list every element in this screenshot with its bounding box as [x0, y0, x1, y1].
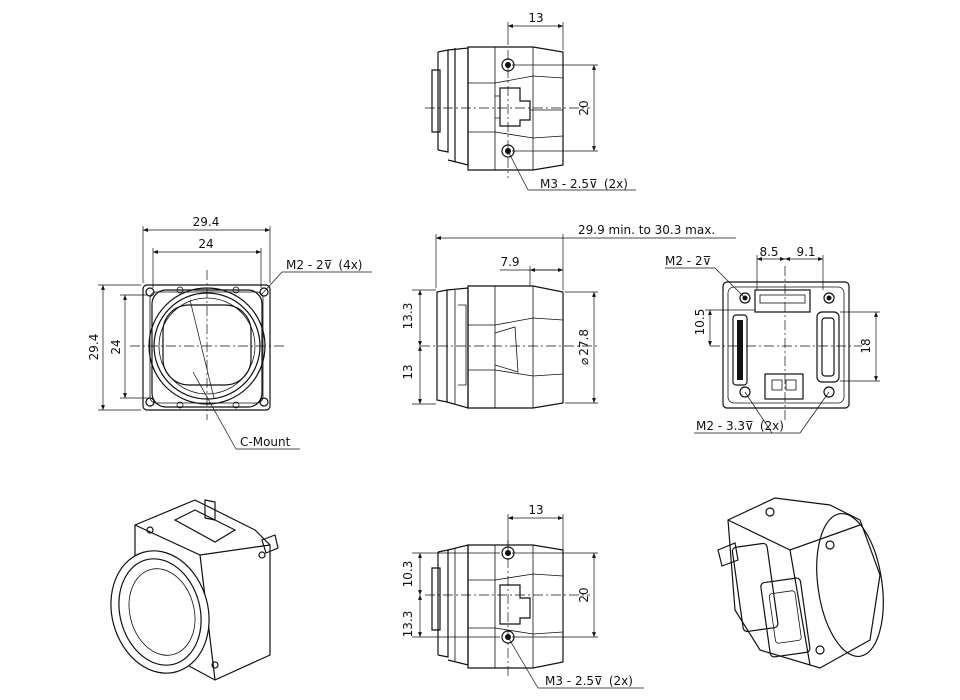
depth-symbol: ⊽ — [745, 419, 754, 433]
rear-view: 8.5 9.1 10.5 18 M2 - 2⊽ M2 - 3.3⊽(2x) — [665, 245, 880, 434]
rear-dim-a: 8.5 — [759, 245, 778, 259]
depth-symbol: ⊽ — [324, 258, 333, 272]
svg-text:M3 - 2.5⊽(2x): M3 - 2.5⊽ (2x) — [545, 674, 633, 688]
rear-thread-bottom: M2 - 3.3 — [696, 419, 745, 433]
bottom-thread-count: (2x) — [609, 674, 633, 688]
top-thread-note: M3 - 2.5 — [540, 177, 589, 191]
isometric-front — [110, 499, 279, 681]
bottom-lower-dim: 13.3 — [401, 611, 415, 638]
front-thread-count: (4x) — [338, 258, 362, 272]
bottom-thread-note: M3 - 2.5 — [545, 674, 594, 688]
rear-dim-right: 18 — [859, 338, 873, 353]
front-thread-note: M2 - 2 — [286, 258, 324, 272]
side-length-dim: 29.9 min. to 30.3 max. — [578, 223, 715, 237]
top-height-dim: 20 — [577, 100, 591, 115]
front-view: 29.4 24 29.4 24 M2 - 2⊽ (4x) C-Mount — [87, 215, 372, 450]
isometric-rear — [717, 497, 884, 669]
side-offset-dim: 7.9 — [500, 255, 519, 269]
depth-symbol: ⊽ — [589, 177, 598, 191]
side-upper-dim: 13.3 — [401, 303, 415, 330]
svg-text:⌀27.8: ⌀ 27.8 — [577, 329, 591, 365]
side-lower-dim: 13 — [401, 364, 415, 379]
rear-dim-b: 9.1 — [796, 245, 815, 259]
bottom-view: 13 20 10.3 13.3 M3 - 2.5⊽ (2x) — [401, 503, 644, 689]
top-width-dim: 13 — [528, 11, 543, 25]
front-outer-dim-v: 29.4 — [87, 334, 101, 361]
bottom-height-dim: 20 — [577, 587, 591, 602]
side-view: 29.9 min. to 30.3 max. 7.9 13.3 13 ⌀ 27.8 — [401, 223, 736, 409]
bottom-upper-dim: 10.3 — [401, 561, 415, 588]
front-outer-dim: 29.4 — [193, 215, 220, 229]
mount-label: C-Mount — [240, 435, 291, 449]
diameter-symbol: ⌀ — [577, 358, 591, 365]
depth-symbol: ⊽ — [594, 674, 603, 688]
rear-dim-left: 10.5 — [693, 309, 707, 336]
rear-thread-bottom-count: (2x) — [760, 419, 784, 433]
svg-text:M2 - 2⊽: M2 - 2⊽ — [665, 254, 711, 268]
bottom-width-dim: 13 — [528, 503, 543, 517]
top-view: 13 20 M3 - 2.5⊽ (2x) — [425, 11, 636, 191]
front-inner-dim-v: 24 — [109, 339, 123, 354]
side-diameter-dim: 27.8 — [577, 329, 591, 356]
svg-text:M2 - 2⊽(4x): M2 - 2⊽ (4x) — [286, 258, 363, 272]
svg-text:M3 - 2.5⊽(2x): M3 - 2.5⊽ (2x) — [540, 177, 628, 191]
svg-text:M2 - 3.3⊽(2x): M2 - 3.3⊽ (2x) — [696, 419, 784, 433]
depth-symbol: ⊽ — [703, 254, 712, 268]
top-thread-count: (2x) — [604, 177, 628, 191]
front-inner-dim: 24 — [198, 237, 213, 251]
rear-thread-top: M2 - 2 — [665, 254, 703, 268]
